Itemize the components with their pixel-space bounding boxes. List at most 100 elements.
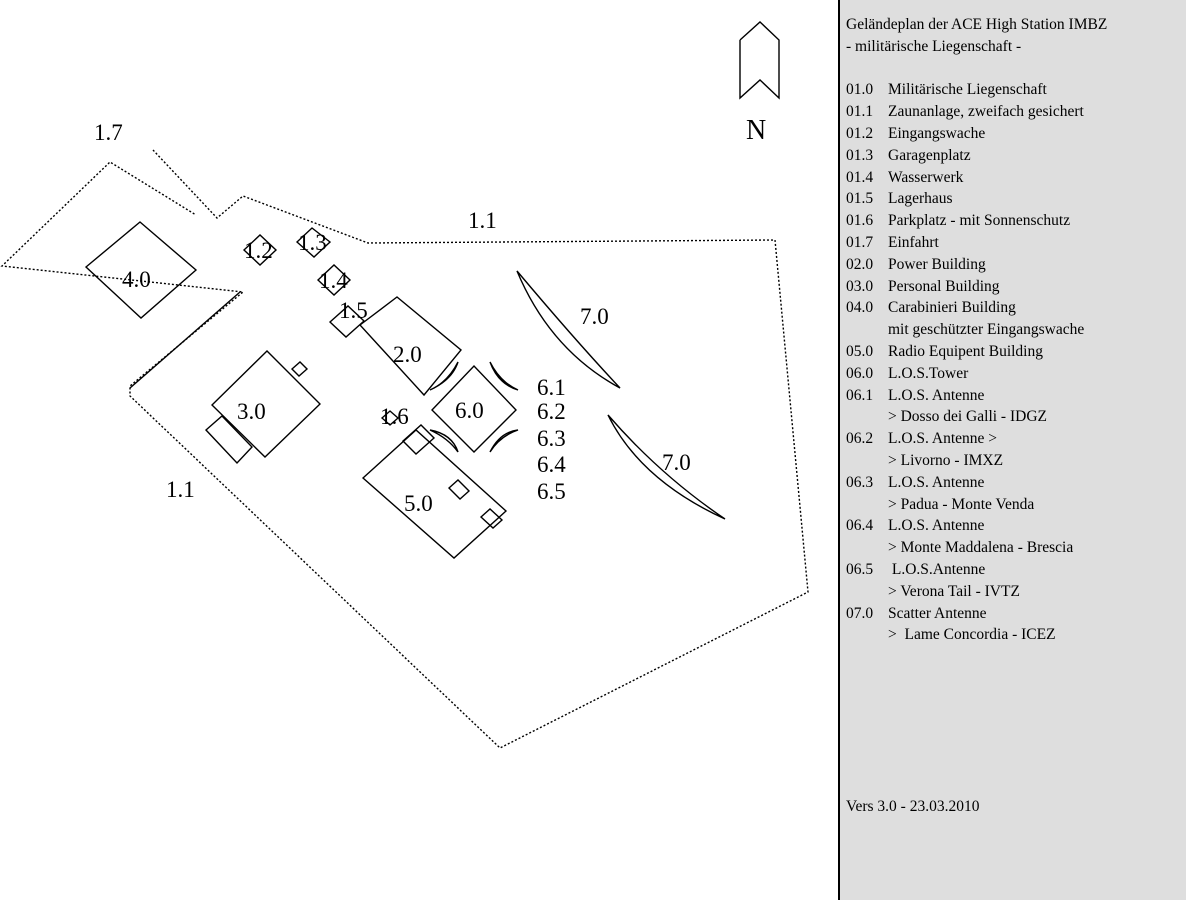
building-1-3 [295,227,332,258]
tower-6-0 [431,364,517,453]
scatter-antenna-lower [607,414,726,520]
legend-entry-detail: mit geschützter Eingangswache [888,321,1085,339]
legend-entry-text: L.O.S. Antenne [888,517,985,535]
legend-entry-text: Carabinieri Building [888,299,1016,317]
legend-entry: 03.0 Personal Building [846,276,1186,298]
legend-entry: 01.1 Zaunanlage, zweifach gesichert [846,101,1186,123]
legend-entry-text: Wasserwerk [888,168,964,186]
legend-entry: 06.0 L.O.S.Tower [846,363,1186,385]
legend-entry-code: 06.4 [846,517,874,535]
legend-entry-text: Militärische Liegenschaft [888,81,1047,99]
legend-entry: 01.0 Militärische Liegenschaft [846,79,1186,101]
tower-antenna-sw [429,429,459,453]
label-antenna-6-1: 6.1 [537,375,566,400]
label-scatter-upper: 7.0 [580,304,609,329]
building-5-0-box-1 [401,424,436,455]
legend-entry: 06.4 L.O.S. Antenne [846,515,1186,537]
legend-entry-code: 06.1 [846,386,874,404]
version-label: Vers 3.0 - 23.03.2010 [846,798,980,815]
building-5-0-box-3 [479,508,504,529]
label-entrance: 1.7 [94,120,123,145]
building-1-6 [380,410,400,426]
label-carabinieri: 4.0 [122,267,151,292]
legend-entry-detail: > Dosso dei Galli - IDGZ [888,408,1047,426]
legend-entry-code: 01.2 [846,124,874,142]
tower-antenna-nw [429,361,459,391]
legend-entry-text: L.O.S.Antenne [888,560,986,578]
legend-entry-code: 03.0 [846,277,874,295]
legend-entry-text: Zaunanlage, zweifach gesichert [888,103,1084,121]
label-fence-north: 1.1 [468,208,497,233]
legend-entries: 01.0 Militärische Liegenschaft 01.1 Zaunanl… [846,79,1186,646]
legend-entry: 02.0 Power Building [846,254,1186,276]
legend-entry-code: 01.4 [846,168,874,186]
building-1-5 [328,305,366,338]
building-1-2 [242,234,278,266]
legend-entry-code: 02.0 [846,255,874,273]
legend-entry: 06.1 L.O.S. Antenne [846,385,1186,407]
legend-entry-text: L.O.S. Antenne [888,386,985,404]
label-warehouse: 1.5 [339,298,368,323]
legend-entry-text: Einfahrt [888,233,939,251]
label-antenna-6-5: 6.5 [537,479,566,504]
building-4-0 [84,221,198,319]
label-scatter-lower: 7.0 [662,450,691,475]
legend-entry-code: 07.0 [846,604,874,622]
legend-entry: 06.3 L.O.S. Antenne [846,472,1186,494]
legend-entry-code: 04.0 [846,299,874,317]
building-3-0-annex [204,415,253,465]
legend-entry: 01.4 Wasserwerk [846,167,1186,189]
label-power: 2.0 [393,342,422,367]
legend-entry: 01.2 Eingangswache [846,123,1186,145]
legend-title: Geländeplan der ACE High Station IMBZ [846,16,1108,33]
legend-entry-detail: > Padua - Monte Venda [888,495,1035,513]
compound-divider [129,291,241,389]
tower-antenna-se [489,429,519,453]
legend-entry-code: 05.0 [846,342,874,360]
building-5-0-box-2 [447,479,471,500]
label-fence-south: 1.1 [166,477,195,502]
legend-entry-detail: > Verona Tail - IVTZ [888,582,1020,600]
legend-entry-detail: > Monte Maddalena - Brescia [888,539,1074,557]
legend-subtitle: - militärische Liegenschaft - [846,37,1022,55]
label-radio: 5.0 [404,491,433,516]
legend-entry-text: Personal Building [888,277,1000,295]
legend-entry-code: 06.0 [846,364,874,382]
label-tower: 6.0 [455,398,484,423]
label-antenna-6-3: 6.3 [537,426,566,451]
scatter-antenna-upper [516,270,621,389]
label-guard: 1.2 [244,238,273,263]
legend-entry-text: Lagerhaus [888,190,953,208]
legend-entry-text: Scatter Antenne [888,604,987,622]
tower-antenna-ne [489,361,519,391]
legend-entry-text: L.O.S. Antenne > [888,430,998,448]
legend-entry-code: 01.0 [846,81,874,99]
building-5-0 [361,429,508,559]
legend-entry-text: L.O.S.Tower [888,364,969,382]
legend-entry: 05.0 Radio Equipent Building [846,341,1186,363]
label-personnel: 3.0 [237,399,266,424]
legend-entry-text: Eingangswache [888,124,986,142]
legend-entry: 01.5 Lagerhaus [846,188,1186,210]
legend-entry-code: 06.3 [846,473,874,491]
legend-entry: 06.5 L.O.S.Antenne [846,559,1186,581]
building-1-4 [316,264,352,296]
legend-entry-text: Radio Equipent Building [888,342,1043,360]
legend-panel: Geländeplan der ACE High Station IMBZ - … [838,0,1186,900]
legend-entry-text: L.O.S. Antenne [888,473,985,491]
legend-entry-detail: > Lame Concordia - ICEZ [888,626,1056,644]
label-garage: 1.3 [298,230,327,255]
legend-entry-code: 01.1 [846,103,874,121]
legend-entry-code: 01.5 [846,190,874,208]
site-plan-map: N 1.1 1.1 1.7 1.2 1.3 1.4 1.5 1.6 2.0 3.… [0,21,809,749]
label-waterworks: 1.4 [319,268,348,293]
fence-1-1 [0,149,809,749]
legend-entry-text: Power Building [888,255,986,273]
legend-entry-code: 01.3 [846,146,874,164]
building-3-0 [211,350,321,458]
legend-entry-detail: > Livorno - IMXZ [888,451,1004,469]
